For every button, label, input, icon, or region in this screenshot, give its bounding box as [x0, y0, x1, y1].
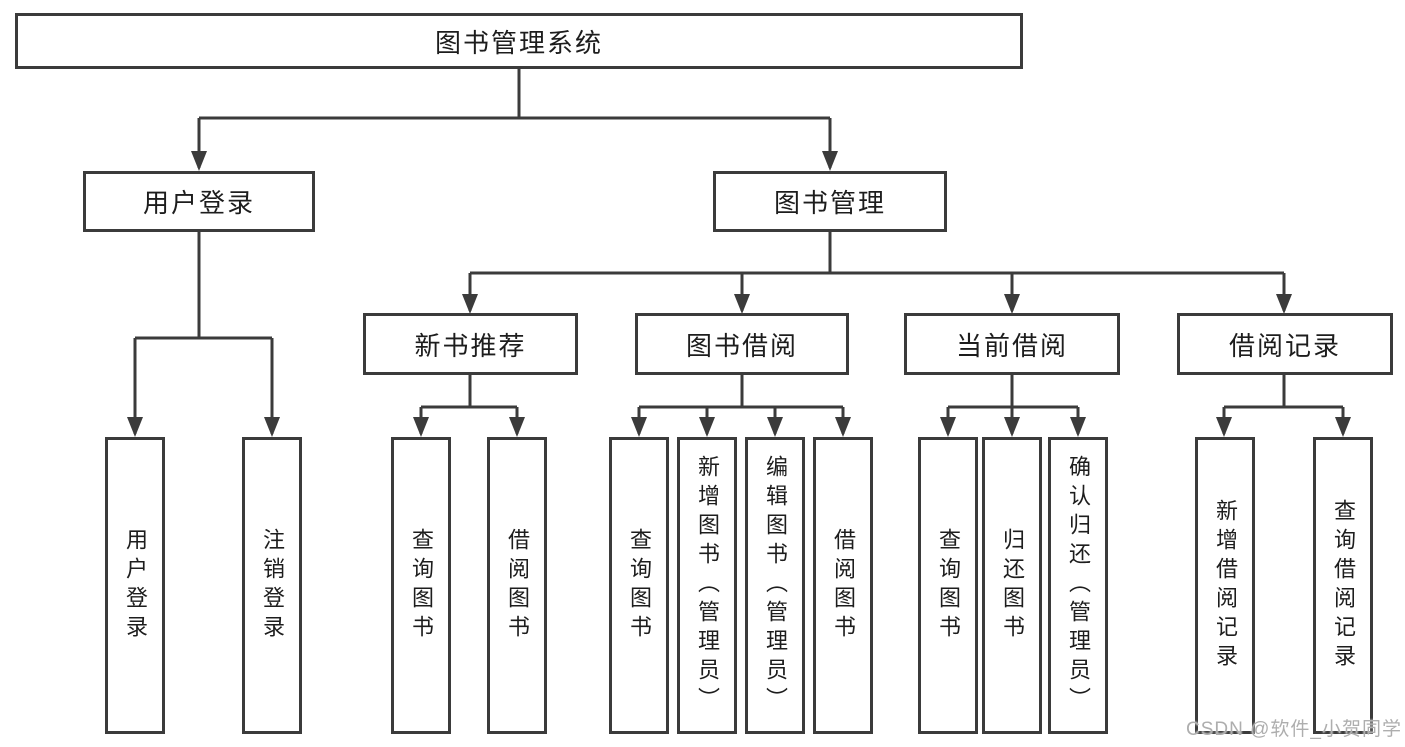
node-current-borrowing: 当前借阅: [904, 313, 1120, 375]
arrowhead-icons: [127, 151, 1351, 437]
node-label: 借阅记录: [1228, 330, 1341, 361]
node-label: 查询图书: [409, 527, 434, 644]
node-label: 新增图书（管理员）: [695, 455, 720, 716]
leaf-query-borrow-record: 查询借阅记录: [1313, 437, 1373, 734]
leaf-add-borrow-record: 新增借阅记录: [1195, 437, 1255, 734]
node-label: 图书管理系统: [434, 27, 603, 58]
node-new-book-recommend: 新书推荐: [363, 313, 578, 375]
leaf-query-books-recommend: 查询图书: [391, 437, 451, 734]
connector-borrow-records: [1222, 375, 1345, 434]
connector-root: [197, 69, 832, 168]
node-book-management: 图书管理: [713, 171, 947, 232]
node-label: 编辑图书（管理员）: [763, 455, 788, 716]
leaf-user-login: 用户登录: [105, 437, 165, 734]
leaf-add-book-admin: 新增图书（管理员）: [677, 437, 737, 734]
leaf-confirm-return-admin: 确认归还（管理员）: [1048, 437, 1108, 734]
leaf-edit-book-admin: 编辑图书（管理员）: [745, 437, 805, 734]
node-label: 查询图书: [627, 527, 652, 644]
connector-lines: [133, 69, 1345, 434]
node-label: 查询借阅记录: [1331, 498, 1356, 673]
node-label: 新增借阅记录: [1213, 498, 1238, 673]
node-label: 用户登录: [123, 527, 148, 644]
connector-user-login: [133, 232, 274, 434]
node-label: 用户登录: [142, 188, 255, 218]
leaf-return-book: 归还图书: [982, 437, 1042, 734]
connector-book-borrow: [637, 375, 845, 434]
node-label: 归还图书: [1000, 527, 1025, 644]
node-label: 确认归还（管理员）: [1066, 455, 1091, 716]
node-book-borrowing: 图书借阅: [635, 313, 849, 375]
node-label: 查询图书: [936, 527, 961, 644]
leaf-logout: 注销登录: [242, 437, 302, 734]
node-label: 借阅图书: [831, 527, 856, 644]
leaf-query-books-current: 查询图书: [918, 437, 978, 734]
node-label: 当前借阅: [955, 330, 1068, 361]
node-label: 借阅图书: [505, 527, 530, 644]
node-library-management-system: 图书管理系统: [15, 13, 1023, 69]
node-label: 注销登录: [260, 527, 285, 644]
node-label: 新书推荐: [414, 330, 527, 361]
node-label: 图书借阅: [685, 330, 798, 361]
leaf-borrow-books: 借阅图书: [813, 437, 873, 734]
connector-book-management: [468, 232, 1286, 311]
node-label: 图书管理: [773, 188, 886, 218]
leaf-query-books-borrow: 查询图书: [609, 437, 669, 734]
node-borrowing-records: 借阅记录: [1177, 313, 1393, 375]
connector-new-book: [419, 375, 519, 434]
csdn-watermark: CSDN @软件_小贺同学: [1186, 719, 1402, 740]
leaf-borrow-books-recommend: 借阅图书: [487, 437, 547, 734]
node-user-login-branch: 用户登录: [83, 171, 315, 232]
